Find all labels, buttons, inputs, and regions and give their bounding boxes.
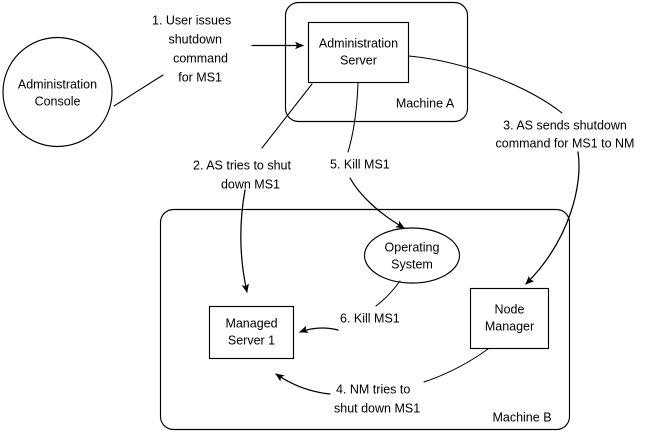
node-manager-box (469, 287, 550, 350)
administration-server-label-line1: Administration (319, 36, 398, 50)
machine-b-label: Machine B (492, 410, 551, 424)
step-2-label-line2: down MS1 (221, 177, 280, 191)
step-2-arrow (240, 189, 249, 293)
step-3-leader-line (408, 55, 563, 114)
node-manager-label-line1: Node (495, 302, 525, 316)
connector-step-4 (275, 348, 489, 395)
step-1-label-line1: 1. User issues (152, 13, 231, 27)
step-5-label: 5. Kill MS1 (330, 157, 390, 171)
step-3-label-line1: 3. AS sends shutdown (503, 118, 627, 132)
administration-console-label-line2: Console (35, 94, 81, 108)
step-2-leader-line (261, 83, 313, 149)
node-administration-server[interactable]: Administration Server (307, 21, 410, 84)
step-1-label-line4: for MS1 (178, 70, 222, 84)
managed-server-1-label-line2: Server 1 (228, 333, 275, 347)
node-node-manager[interactable]: Node Manager (469, 287, 550, 350)
step-6-leader-line (375, 280, 401, 307)
step-5-label-line1: 5. Kill MS1 (330, 157, 390, 171)
operating-system-label-line1: Operating (385, 240, 440, 254)
node-manager-label-line2: Manager (485, 319, 534, 333)
managed-server-1-box (208, 305, 295, 360)
operating-system-label-line2: System (391, 257, 433, 271)
step-6-arrow (299, 325, 339, 333)
step-5-arrow (349, 177, 405, 229)
connector-step-1 (113, 41, 304, 107)
step-4-label: 4. NM tries to shut down MS1 (334, 382, 420, 415)
step-4-label-line1: 4. NM tries to (336, 382, 410, 396)
connector-step-6 (299, 280, 401, 333)
connector-step-3 (408, 55, 580, 285)
administration-console-circle (2, 36, 113, 148)
administration-console-label-line1: Administration (18, 77, 97, 91)
node-operating-system[interactable]: Operating System (363, 227, 461, 284)
step-1-label: 1. User issues shutdown command for MS1 (152, 13, 231, 84)
node-managed-server-1[interactable]: Managed Server 1 (208, 305, 295, 360)
step-3-label-line2: command for MS1 to NM (496, 136, 635, 150)
machine-a-label: Machine A (396, 96, 455, 110)
step-3-label: 3. AS sends shutdown command for MS1 to … (496, 118, 635, 150)
container-machine-b: Machine B (159, 208, 571, 431)
step-5-leader-line (347, 82, 359, 153)
step-1-leader-line (113, 74, 164, 107)
administration-server-label-line2: Server (340, 53, 377, 67)
step-6-label: 6. Kill MS1 (340, 311, 400, 325)
step-1-label-line2: shutdown (168, 32, 222, 46)
operating-system-ellipse (363, 227, 461, 284)
connector-step-2 (240, 83, 313, 293)
machine-b-boundary (159, 208, 571, 431)
step-4-label-line2: shut down MS1 (334, 401, 420, 415)
connector-step-5 (347, 82, 405, 229)
step-2-label-line1: 2. AS tries to shut (193, 158, 291, 172)
step-3-arrow (525, 151, 580, 285)
managed-server-1-label-line1: Managed (225, 316, 277, 330)
administration-server-box (307, 21, 410, 84)
step-4-arrow (275, 373, 331, 395)
step-1-label-line3: command (173, 51, 228, 65)
step-2-label: 2. AS tries to shut down MS1 (193, 158, 291, 191)
step-4-leader-line (423, 348, 489, 383)
step-6-label-line1: 6. Kill MS1 (340, 311, 400, 325)
node-administration-console[interactable]: Administration Console (2, 36, 113, 148)
